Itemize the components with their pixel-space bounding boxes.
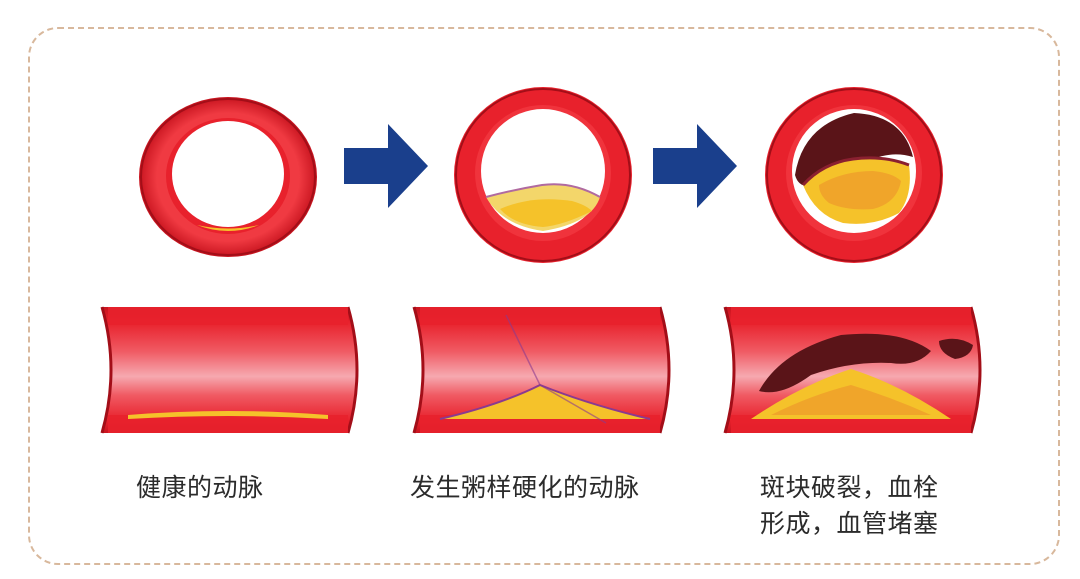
diagram-frame bbox=[28, 27, 1060, 565]
cross-section-plaque-rupture bbox=[765, 87, 943, 263]
right-arrow-icon bbox=[344, 124, 428, 208]
vessel-longitudinal-thrombus bbox=[723, 306, 982, 434]
right-arrow-icon bbox=[653, 124, 737, 208]
cross-section-atherosclerosis bbox=[454, 87, 632, 263]
caption-line: 斑块破裂，血栓 bbox=[760, 473, 939, 502]
caption-plaque-rupture: 斑块破裂，血栓 形成，血管堵塞 bbox=[760, 470, 939, 542]
caption-healthy: 健康的动脉 bbox=[136, 470, 264, 506]
vessel-longitudinal-atherosclerosis bbox=[412, 306, 671, 434]
cross-section-healthy bbox=[139, 97, 317, 257]
vessel-longitudinal-healthy bbox=[100, 306, 359, 434]
caption-atherosclerosis: 发生粥样硬化的动脉 bbox=[410, 470, 640, 506]
caption-line: 健康的动脉 bbox=[136, 473, 264, 502]
caption-line: 发生粥样硬化的动脉 bbox=[410, 473, 640, 502]
caption-line: 形成，血管堵塞 bbox=[760, 509, 939, 538]
